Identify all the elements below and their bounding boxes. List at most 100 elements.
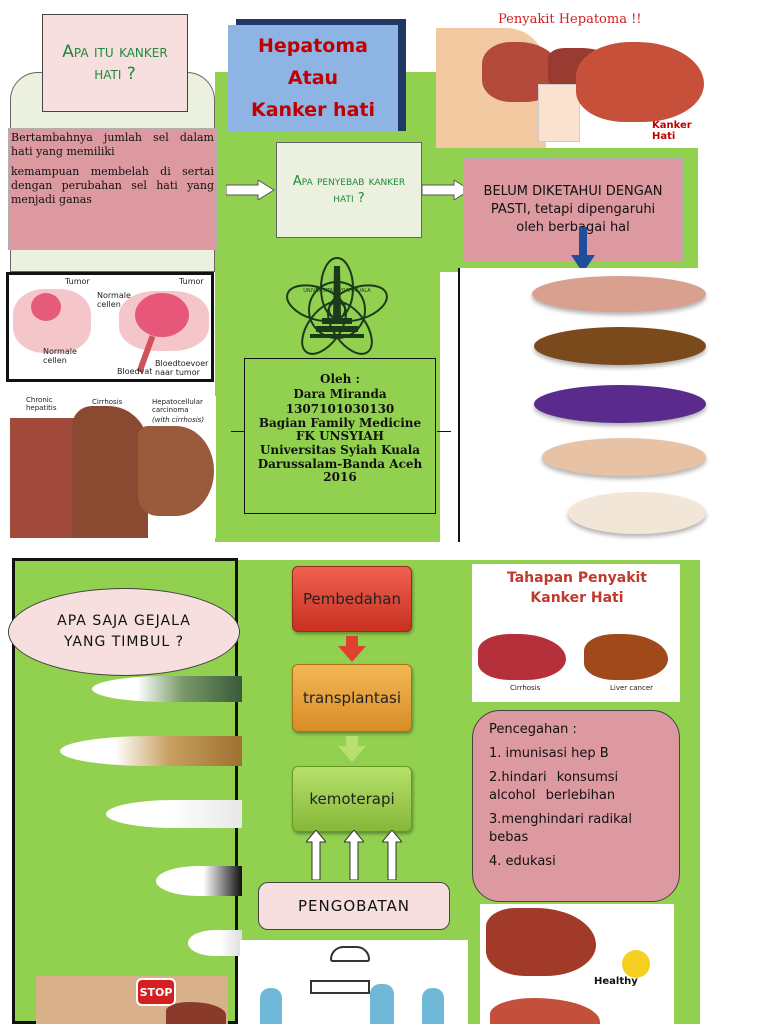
doctor-1 xyxy=(260,988,282,1024)
cause-photo-cartoon xyxy=(568,492,706,534)
author-address: Darussalam-Banda Aceh xyxy=(257,457,423,471)
surgery-cartoon xyxy=(240,940,466,1024)
prevention-title: Pencegahan : xyxy=(489,722,577,737)
arrow-down-icon xyxy=(338,636,366,662)
with-cirrhosis-label: (with cirrhosis) xyxy=(152,416,205,424)
tumor-mass-2 xyxy=(135,293,189,337)
arrow-right-icon xyxy=(226,180,275,200)
prevention-item: 1. imunisasi hep B xyxy=(489,746,609,761)
liver-cartoon xyxy=(166,1002,226,1024)
treatment-title: PENGOBATAN xyxy=(297,897,411,915)
doctor-2 xyxy=(370,984,394,1024)
chronic-hepatitis-liver xyxy=(10,418,76,538)
q2-title: Apa penyebab kanker hati ? xyxy=(292,174,406,206)
hepatoma-image-label: Kanker Hati xyxy=(652,120,692,142)
definition-paragraph-1: Bertambahnya jumlah sel dalam hati yang … xyxy=(11,131,214,158)
blood-vessel-label: Bloedvat xyxy=(117,367,153,376)
tumor-mass-1 xyxy=(31,293,61,321)
treatment-step-label: transplantasi xyxy=(302,689,401,707)
author-info: Oleh : Dara Miranda 1307101030130 Bagian… xyxy=(256,372,424,540)
liver-cancer-image xyxy=(584,634,668,680)
operating-table xyxy=(310,980,370,994)
arrow-up-icon xyxy=(344,830,364,880)
healthy-label: Healthy xyxy=(594,976,638,987)
author-faculty: FK UNSYIAH xyxy=(295,429,385,443)
main-title-line-3: Kanker hati xyxy=(250,99,375,121)
tumor-label: Tumor xyxy=(179,277,204,286)
prevention-item: 2.hindari konsumsi alcohol berlebihan xyxy=(489,770,619,803)
treatment-step-chemo: kemoterapi xyxy=(292,766,412,832)
treatment-step-transplant: transplantasi xyxy=(292,664,412,732)
cirrhosis-liver xyxy=(72,406,148,538)
author-box xyxy=(231,358,451,514)
cirrhosis-label: Cirrhosis xyxy=(510,684,541,692)
author-id: 1307101030130 xyxy=(285,402,395,416)
stages-image: Tahapan Penyakit Kanker Hati Cirrhosis L… xyxy=(472,564,680,702)
normal-cells-label: Normale cellen xyxy=(97,291,131,309)
symptom-photo-1 xyxy=(92,676,242,702)
surgery-lamp xyxy=(330,946,370,962)
stages-title: Tahapan Penyakit Kanker Hati xyxy=(506,570,647,606)
blood-supply-label: Bloedtoevoer naar tumor xyxy=(155,359,209,377)
author-department: Bagian Family Medicine xyxy=(258,416,422,430)
liver-stages-illustration: Chronic hepatitis Cirrhosis Hepatocellul… xyxy=(10,396,216,538)
cancer-liver-illustration xyxy=(576,42,704,122)
treatment-step-label: kemoterapi xyxy=(309,790,395,808)
treatment-step-label: Pembedahan xyxy=(302,590,402,608)
prevention-item: 3.menghindari radikal bebas xyxy=(489,812,633,845)
arrow-up-icon xyxy=(306,830,326,880)
logo-text: UNIVERSITAS SYIAH KUALA xyxy=(303,288,371,294)
author-university: Universitas Syiah Kuala xyxy=(259,443,421,457)
healthy-liver-image: Healthy xyxy=(480,904,674,1024)
author-year: 2016 xyxy=(323,470,357,484)
cause-box: BELUM DIKETAHUI DENGAN PASTI, tetapi dip… xyxy=(463,158,683,262)
arrow-down-icon xyxy=(571,227,595,273)
arrow-right-icon xyxy=(422,180,471,200)
stop-liver-photo: STOP xyxy=(36,976,228,1024)
stop-sign-text: STOP xyxy=(139,985,173,999)
cause-photo-liver xyxy=(532,276,706,312)
chronic-hepatitis-label: Chronic hepatitis xyxy=(26,396,57,412)
definition-box: Bertambahnya jumlah sel dalam hati yang … xyxy=(8,128,217,250)
main-title-box: Hepatoma Atau Kanker hati xyxy=(228,25,398,131)
stop-sign-icon: STOP xyxy=(136,978,176,1006)
symptom-photo-3 xyxy=(106,800,242,828)
smiley-icon xyxy=(622,950,650,978)
author-name: Dara Miranda xyxy=(293,387,387,401)
hepatoma-image-title: Penyakit Hepatoma !! xyxy=(498,12,642,27)
treatment-step-surgery: Pembedahan xyxy=(292,566,412,632)
symptoms-title: APA SAJA GEJALA YANG TIMBUL ? xyxy=(57,613,191,650)
cause-text: BELUM DIKETAHUI DENGAN PASTI, tetapi dip… xyxy=(483,184,663,235)
symptom-photo-2 xyxy=(60,736,242,766)
normal-cells-label: Normale cellen xyxy=(43,347,77,365)
university-logo-icon: UNIVERSITAS SYIAH KUALA xyxy=(286,257,388,355)
author-label: Oleh : xyxy=(320,372,360,386)
prevention-item: 4. edukasi xyxy=(489,854,556,869)
hepatoma-image: Penyakit Hepatoma !! Kanker Hati xyxy=(436,8,710,148)
symptoms-title-box: APA SAJA GEJALA YANG TIMBUL ? xyxy=(8,588,240,676)
main-title-line-1: Hepatoma xyxy=(258,35,368,57)
author-box-left-bracket xyxy=(231,431,245,432)
q1-title: Apa itu kanker hati ? xyxy=(62,42,168,84)
tumor-label: Tumor xyxy=(65,277,90,286)
treatment-title-box: PENGOBATAN xyxy=(258,882,450,930)
diseased-liver xyxy=(490,998,600,1024)
symptom-photo-5 xyxy=(188,930,242,956)
carcinoma-label: Hepatocellular carcinoma xyxy=(152,398,203,414)
prevention-box: Pencegahan : 1. imunisasi hep B 2.hindar… xyxy=(472,710,680,902)
hand-liver-illustration xyxy=(538,84,580,142)
cause-photo-alcohol xyxy=(534,327,706,365)
doctor-3 xyxy=(422,988,444,1024)
cirrhosis-liver-image xyxy=(478,634,566,680)
definition-paragraph-2: kemampuan membelah di sertai dengan peru… xyxy=(11,165,214,206)
q1-title-box: Apa itu kanker hati ? xyxy=(42,14,188,112)
tumor-illustration: Tumor Normale cellen Normale cellen Tumo… xyxy=(6,272,214,382)
arrow-up-icon xyxy=(382,830,402,880)
healthy-liver xyxy=(486,908,596,976)
symptom-photo-4 xyxy=(156,866,242,896)
author-box-right-bracket xyxy=(437,431,451,432)
arrow-down-icon xyxy=(338,736,366,762)
liver-cancer-label: Liver cancer xyxy=(610,684,654,692)
cause-photo-obesity xyxy=(534,385,706,423)
cause-photo-injection xyxy=(542,438,706,476)
